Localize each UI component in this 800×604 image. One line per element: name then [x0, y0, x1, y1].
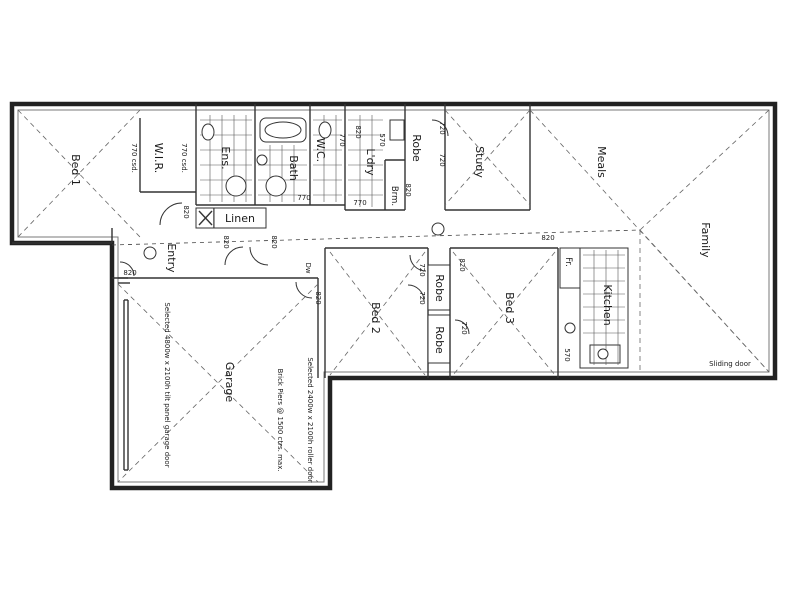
- door-size-label: 820: [222, 235, 230, 248]
- shower-icon: [265, 175, 287, 197]
- room-label-family: Family: [699, 222, 712, 258]
- sink-icon: [597, 348, 609, 360]
- room-label-kitchen: Kitchen: [601, 284, 614, 325]
- room-label-linen: Linen: [225, 212, 255, 225]
- room-label-meals: Meals: [595, 146, 608, 178]
- room-label-robe-a: Robe: [433, 274, 446, 302]
- cooktop-icon: [564, 322, 576, 334]
- room-label-bed1: Bed 1: [69, 154, 82, 186]
- door-size-label: 770: [297, 194, 310, 202]
- door-size-label: 820: [314, 291, 322, 304]
- laundry-tub-icon: [389, 119, 405, 141]
- door-size-label: 820: [182, 205, 190, 218]
- ceiling-light-icon: [143, 246, 157, 260]
- door-size-labels: 820 820 820 820 820 820 820 820 820 720 …: [123, 121, 751, 368]
- door-size-label: 770: [353, 199, 366, 207]
- toilet-icon: [201, 123, 215, 141]
- fixtures: [143, 117, 609, 360]
- exterior-walls: [9, 101, 778, 491]
- room-label-garage: Garage: [223, 362, 236, 403]
- room-label-laundry: L'dry: [364, 148, 377, 176]
- door-size-label: 570: [563, 348, 571, 361]
- door-size-label: 770: [338, 133, 346, 146]
- annotation-csd-a: 770 csd.: [130, 143, 138, 173]
- basin-icon: [256, 154, 268, 166]
- sliding-door-label: Sliding door: [709, 360, 751, 368]
- room-label-robe-laundry: Robe: [410, 134, 423, 162]
- room-label-robe-b: Robe: [433, 326, 446, 354]
- door-size-label: 820: [541, 234, 554, 242]
- room-label-wir: W.I.R.: [152, 143, 165, 174]
- door-size-label: 570: [378, 133, 386, 146]
- door-size-label: 720: [438, 153, 446, 166]
- room-label-bed2: Bed 2: [369, 302, 382, 334]
- roller-door-note: Selected 2400w x 2100h roller door: [306, 357, 314, 482]
- door-size-label: 720: [460, 321, 468, 334]
- toilet-icon: [318, 121, 332, 139]
- door-size-label: 820: [404, 183, 412, 196]
- door-size-label: 720: [418, 263, 426, 276]
- room-label-fridge: Fr.: [563, 257, 573, 267]
- room-labels: Bed 1 W.I.R. 770 csd. 770 csd. Ens. Bath…: [69, 134, 712, 402]
- door-swings: [119, 119, 470, 335]
- garage-door-note: Selected 4800w x 2100h tilt panel garage…: [163, 302, 171, 467]
- door-size-label: 820: [458, 258, 466, 271]
- brick-piers-note: Brick Piers @ 1500 ctrs. max.: [276, 368, 284, 471]
- door-size-label: 720: [438, 121, 446, 134]
- door-size-label: 820: [270, 235, 278, 248]
- door-size-label: 820: [123, 269, 136, 277]
- door-size-label: 820: [354, 125, 362, 138]
- annotation-csd-b: 770 csd.: [180, 143, 188, 173]
- room-label-study: Study: [473, 146, 486, 178]
- garage-notes: Selected 4800w x 2100h tilt panel garage…: [123, 299, 314, 483]
- shower-icon: [225, 175, 247, 197]
- ceiling-diagonals: [17, 109, 770, 483]
- dishwasher-label: Dw: [304, 262, 312, 273]
- room-label-broom: Brm.: [389, 186, 399, 206]
- room-label-entry: Entry: [165, 243, 178, 273]
- ceiling-light-icon: [431, 222, 445, 236]
- room-label-wc: W.C.: [314, 138, 327, 162]
- door-size-label: 720: [418, 291, 426, 304]
- room-label-bath: Bath: [287, 155, 300, 181]
- room-label-bed3: Bed 3: [503, 292, 516, 324]
- room-label-ens: Ens.: [219, 146, 232, 169]
